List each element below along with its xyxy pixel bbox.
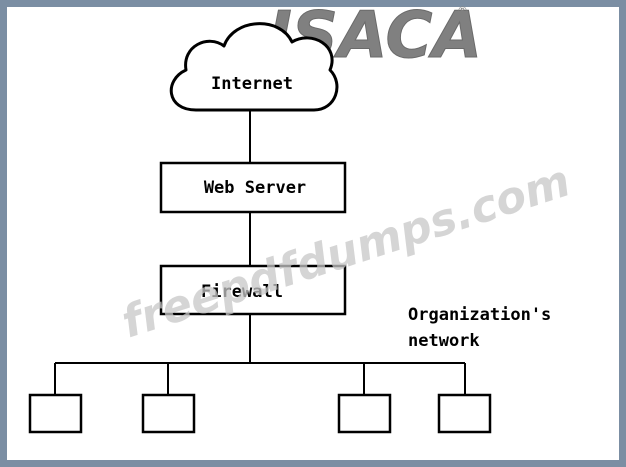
network-label-line1: Organization's	[408, 305, 551, 325]
internet-label: Internet	[211, 74, 293, 94]
network-label: Organization's network	[408, 305, 551, 351]
host-box-2	[141, 393, 196, 434]
network-bus	[54, 362, 466, 395]
firewall-node: Firewall	[159, 264, 347, 316]
web-server-label: Web Server	[204, 178, 306, 198]
host-box-1	[28, 393, 83, 434]
host-box-4	[437, 393, 492, 434]
registered-mark: ®	[457, 4, 468, 17]
cloud-icon	[169, 22, 339, 112]
web-server-box	[159, 161, 347, 214]
firewall-label: Firewall	[201, 282, 283, 302]
web-server-node: Web Server	[159, 161, 347, 214]
firewall-box	[159, 264, 347, 316]
network-label-line2: network	[408, 331, 480, 351]
internet-cloud: Internet	[169, 22, 339, 112]
host-box-3	[337, 393, 392, 434]
